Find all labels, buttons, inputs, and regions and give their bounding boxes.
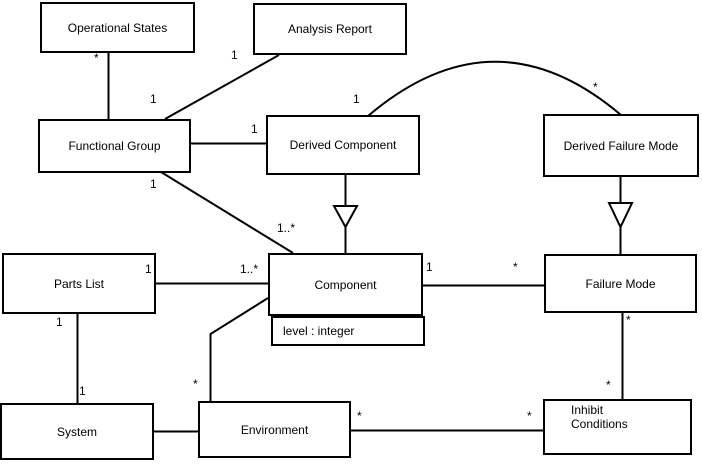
class-component-attribute-compartment[interactable]: level : integer (271, 316, 425, 346)
multiplicity-operational-states-end: * (94, 51, 99, 65)
class-analysis-report[interactable]: Analysis Report (253, 3, 407, 55)
multiplicity-parts-list-end-of-system: 1 (56, 315, 63, 329)
class-component[interactable]: Component (268, 253, 423, 316)
multiplicity-analysis-report-end: 1 (231, 48, 238, 62)
multiplicity-functional-group-end-of-component: 1 (150, 177, 157, 191)
generalization-triangle-icon-derived-component (332, 205, 359, 230)
class-name-system: System (56, 424, 97, 439)
class-name-component: Component (314, 277, 377, 292)
multiplicity-component-end-of-failure-mode: 1 (426, 260, 433, 274)
class-derived-component[interactable]: Derived Component (266, 115, 420, 175)
multiplicity-environment-end-of-component: * (193, 377, 198, 391)
multiplicity-derived-component-end-of-functional-group: 1 (251, 122, 258, 136)
class-name-failure-mode: Failure Mode (585, 276, 656, 291)
multiplicity-failure-mode-end-of-component: * (513, 260, 518, 274)
multiplicity-inhibit-end-of-failure-mode: * (606, 378, 611, 392)
multiplicity-system-end-of-parts-list: 1 (79, 384, 86, 398)
class-inhibit-conditions[interactable]: Inhibit Conditions (543, 399, 692, 455)
class-name-inhibit-conditions: Inhibit Conditions (571, 403, 628, 431)
multiplicity-derived-component-end-of-arc: 1 (353, 92, 360, 106)
edge-analysis-report-functional-group (164, 54, 280, 120)
class-functional-group[interactable]: Functional Group (38, 119, 191, 173)
multiplicity-environment-end-of-inhibit: * (357, 409, 362, 423)
multiplicity-failure-mode-end-of-inhibit: * (626, 313, 631, 327)
class-name-functional-group: Functional Group (68, 139, 161, 153)
class-name-analysis-report: Analysis Report (287, 22, 373, 36)
class-operational-states[interactable]: Operational States (40, 2, 195, 53)
multiplicity-functional-group-end-of-analysis-report: 1 (150, 92, 157, 106)
multiplicity-derived-failure-mode-end-of-arc: * (593, 80, 598, 94)
edge-component-environment (209, 297, 269, 401)
class-name-derived-failure-mode: Derived Failure Mode (563, 138, 679, 153)
class-parts-list[interactable]: Parts List (2, 253, 156, 314)
multiplicity-component-end-of-functional-group: 1..* (277, 221, 296, 235)
class-name-environment: Environment (240, 422, 309, 437)
multiplicity-inhibit-end-of-environment: * (527, 409, 532, 423)
edge-functional-group-component (160, 171, 294, 254)
class-system[interactable]: System (0, 403, 154, 460)
edge-arc-derived-component-derived-failure-mode (367, 60, 622, 117)
class-name-derived-component: Derived Component (289, 138, 397, 152)
attribute-level-integer: level : integer (283, 324, 355, 338)
multiplicity-component-end-of-parts-list: 1..* (240, 262, 259, 276)
class-environment[interactable]: Environment (198, 401, 351, 458)
class-name-operational-states: Operational States (67, 20, 168, 35)
class-name-parts-list: Parts List (53, 276, 104, 291)
generalization-triangle-icon-derived-failure-mode (607, 202, 634, 230)
class-failure-mode[interactable]: Failure Mode (544, 254, 697, 313)
multiplicity-parts-list-end-of-component: 1 (145, 262, 152, 276)
class-derived-failure-mode[interactable]: Derived Failure Mode (543, 114, 699, 177)
